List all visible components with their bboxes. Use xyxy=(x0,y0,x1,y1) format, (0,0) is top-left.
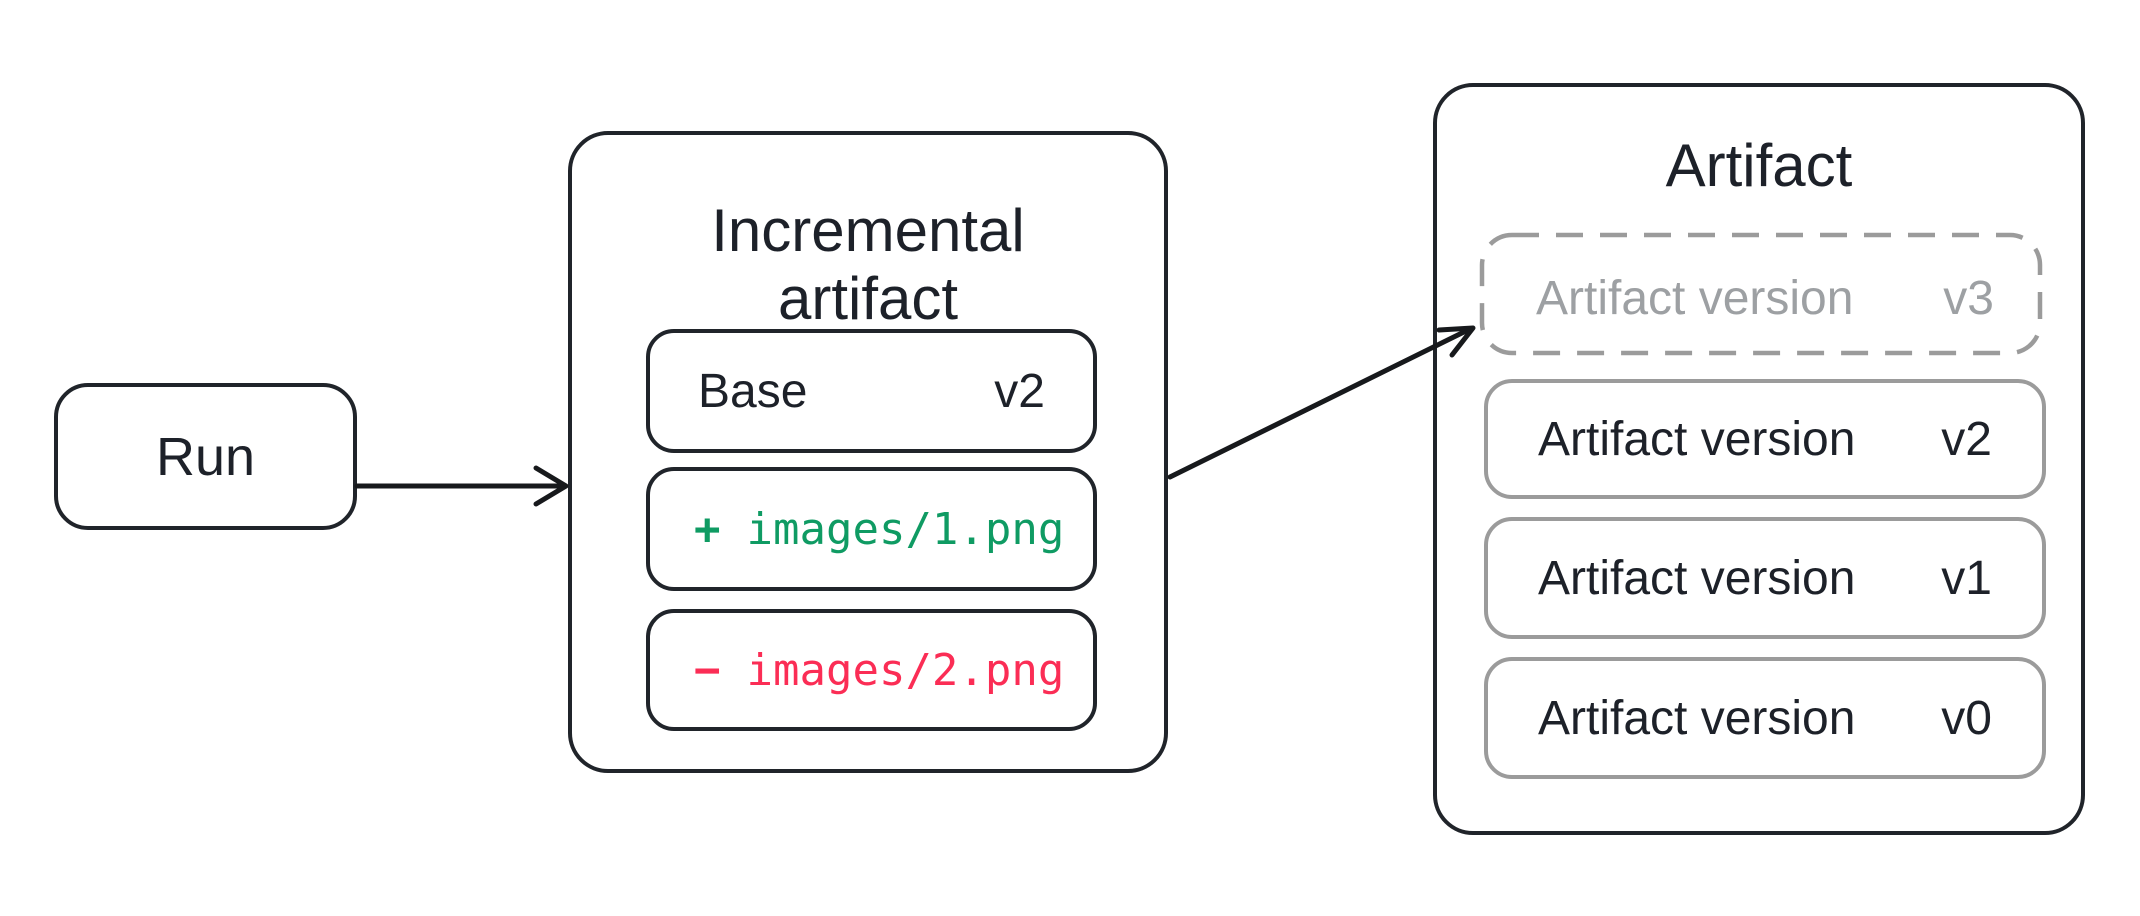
plus-icon: + xyxy=(694,503,721,555)
minus-icon: − xyxy=(694,644,721,696)
base-label: Base xyxy=(698,364,808,418)
artifact-version-number: v1 xyxy=(1941,551,1992,605)
incremental-artifact-title: Incremental artifact xyxy=(711,197,1025,332)
base-version-number: v2 xyxy=(994,364,1045,418)
arrow-incremental-to-artifact xyxy=(1167,325,1476,480)
run-label: Run xyxy=(155,426,256,487)
artifact-version-row: Artifact version v1 xyxy=(1484,517,2046,639)
pending-version-label: Artifact version xyxy=(1536,271,1854,325)
artifact-version-label: Artifact version xyxy=(1538,412,1856,466)
artifact-title: Artifact xyxy=(1665,132,1853,199)
pending-version-number: v3 xyxy=(1943,271,1994,325)
base-version-row: Base v2 xyxy=(646,329,1097,453)
artifact-node: Artifact Artifact version v3 Artifact ve… xyxy=(1433,83,2085,835)
added-file-row: + images/1.png xyxy=(646,467,1097,591)
incremental-artifact-node: Incremental artifact Base v2 + images/1.… xyxy=(568,131,1168,773)
artifact-version-label: Artifact version xyxy=(1538,691,1856,745)
removed-file-row: − images/2.png xyxy=(646,609,1097,731)
run-node: Run xyxy=(54,383,357,530)
artifact-version-number: v0 xyxy=(1941,691,1992,745)
removed-file-path: images/2.png xyxy=(746,644,1065,696)
pending-version-row: Artifact version v3 xyxy=(1484,237,2046,359)
arrow-run-to-incremental xyxy=(354,465,569,507)
artifact-version-row: Artifact version v0 xyxy=(1484,657,2046,779)
added-file-path: images/1.png xyxy=(746,503,1065,555)
artifact-version-label: Artifact version xyxy=(1538,551,1856,605)
artifact-version-row: Artifact version v2 xyxy=(1484,379,2046,499)
artifact-version-number: v2 xyxy=(1941,412,1992,466)
